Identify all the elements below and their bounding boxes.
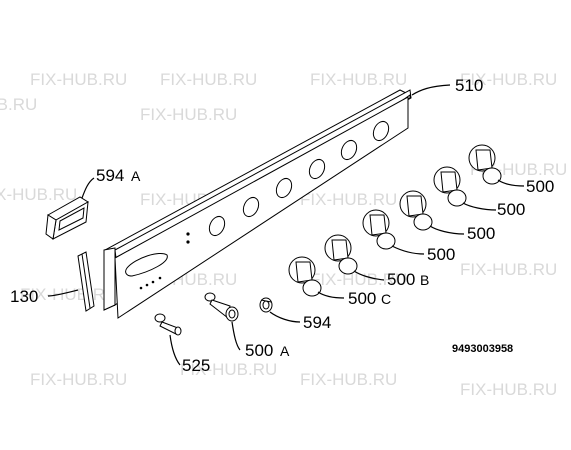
label-knob-5: 500 <box>467 224 495 243</box>
watermark-text: FIX-HUB.RU <box>160 70 257 89</box>
label-knob-b-number: 500 <box>387 270 415 289</box>
label-knob-4: 500 <box>427 245 455 264</box>
watermark-text: FIX-HUB.RU <box>460 70 557 89</box>
leader-lines <box>47 84 525 366</box>
label-shaft-suffix: A <box>280 343 290 359</box>
label-bracket-number: 594 <box>96 166 124 185</box>
knob-500-2 <box>399 190 433 231</box>
watermark-text: FIX-HUB.RU <box>310 270 407 289</box>
knob-hole <box>208 215 226 237</box>
watermark-text: FIX-HUB.RU <box>0 185 77 204</box>
watermark-text: FIX-HUB.RU <box>180 360 277 379</box>
knob-hole <box>372 120 390 142</box>
shaft-500a <box>204 292 239 322</box>
knob-hole <box>242 196 260 218</box>
knob-hole <box>275 177 293 199</box>
knob-500b <box>324 234 358 275</box>
label-panel: 510 <box>455 76 483 95</box>
label-knob-b-suffix: B <box>420 272 429 288</box>
knob-hole <box>308 158 326 180</box>
spring-594 <box>259 297 273 313</box>
strip-130 <box>77 251 95 312</box>
knob-500-4 <box>468 144 502 185</box>
label-knob-6: 500 <box>497 200 525 219</box>
label-knob-c-number: 500 <box>348 289 376 308</box>
watermark-text: FIX-HUB.RU <box>30 70 127 89</box>
label-knob-7: 500 <box>526 177 554 196</box>
watermark-text: FIX-HUB.RU <box>300 190 397 209</box>
watermark-text: FIX-HUB.RU <box>0 95 37 114</box>
knob-500-3 <box>433 166 467 207</box>
knob-500-1 <box>362 209 396 250</box>
watermark-text: FIX-HUB.RU <box>310 70 407 89</box>
knob-500c <box>288 256 322 297</box>
control-panel <box>103 89 412 319</box>
label-shaft-number: 500 <box>245 341 273 360</box>
watermark-text: FIX-HUB.RU <box>140 105 237 124</box>
screw-525 <box>154 313 182 336</box>
watermark-text: FIX-HUB.RU <box>460 380 557 399</box>
watermark-text: FIX-HUB.RU <box>300 370 397 389</box>
callout-labels: 510 594 A 130 525 500 A 594 500 C 500 B … <box>10 76 554 375</box>
knob-hole <box>340 139 358 161</box>
watermark-text: FIX-HUB.RU <box>30 370 127 389</box>
label-spring: 594 <box>303 313 331 332</box>
watermark-text: FIX-HUB.RU <box>460 260 557 279</box>
label-knob-c-suffix: C <box>381 291 391 307</box>
label-screw: 525 <box>182 356 210 375</box>
label-strip: 130 <box>10 287 38 306</box>
bracket-594a <box>45 196 89 240</box>
label-bracket-suffix: A <box>131 168 141 184</box>
document-number: 9493003958 <box>452 343 513 355</box>
logo-badge <box>125 253 168 277</box>
